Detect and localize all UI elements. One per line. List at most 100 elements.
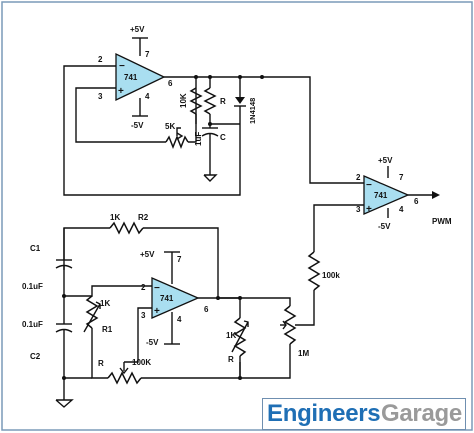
lower-out-to-1k-wire [218,297,241,318]
node-dot [238,376,242,380]
lower-pin-7: 7 [177,255,182,264]
comparator-opamp [363,175,410,215]
cap-1uf-label: 1uF [194,132,203,146]
lower-opamp-name: 741 [160,294,174,303]
brand-part2: Garage [381,400,462,427]
upper-pin-3: 3 [98,92,103,101]
comp-pin-3: 3 [356,205,361,214]
pot-1m-wiper-head [282,320,287,330]
cap-c-label: C [220,133,226,142]
lower-vminus-label: -5V [146,338,159,347]
upper-noninv-wire [75,87,166,143]
pot-1k-value-label: 1K [226,331,236,340]
upper-top-node-wire [196,76,241,88]
diode-1n4148 [235,97,245,104]
pot-5k-right-wire [188,88,197,143]
node-dot [216,296,220,300]
res-100k-right-label: 100k [322,271,340,280]
lower-pin-3: 3 [141,311,146,320]
lower-pin-6: 6 [204,305,209,314]
res-10k [189,87,203,115]
res-r-upper-label: R [220,97,226,106]
pot-r-right-wire [141,362,241,379]
r2-name-label: R2 [138,213,149,222]
r1-name-label: R1 [102,325,113,334]
lower-vplus-label: +5V [140,250,155,259]
r2-value-label: 1K [110,213,120,222]
res-100k-bottom-wire [295,290,315,326]
c2-value-label: 0.1uF [22,320,43,329]
c1-name-label: C1 [30,244,41,253]
upper-r-bottom-wire [209,114,240,125]
r1-arrow-head [95,301,101,309]
lower-opamp [151,277,200,319]
comp-noninv-wire [313,204,364,252]
upper-ground [203,174,218,182]
pot-1k-name-label: R [228,355,234,364]
comp-pin-6: 6 [414,197,419,206]
r1-bottom-wire [91,328,108,379]
comparator: +5V -5V 741 − + 2 3 7 4 6 PWM [313,156,452,252]
pot-5k-wiper-wire [176,127,181,136]
upper-opamp-plus-icon: + [118,86,124,97]
upper-opamp-minus-icon: − [119,61,125,72]
comp-vminus-label: -5V [378,222,391,231]
comp-minus-icon: − [366,180,372,191]
pot-5k [165,134,189,150]
res-r2 [109,221,144,235]
brand-part1: Engineers [267,400,381,427]
pwm-arrow-icon [432,191,440,199]
r2-right-wire [143,227,219,300]
res-r1 [85,295,99,329]
upper-vplus-label: +5V [130,25,145,34]
upper-pin-6: 6 [168,79,173,88]
upper-pin-4: 4 [145,92,150,101]
lower-minus-icon: − [154,283,160,294]
upper-vminus-label: -5V [131,121,144,130]
upper-opamp [115,52,166,102]
pot-1m [283,305,297,345]
upper-feedback-wire [63,65,241,196]
comp-pin-7: 7 [399,173,404,182]
lower-out-to-1m-wire [218,297,291,306]
pot-1k-arrow-head [243,320,249,327]
res-r-upper [203,87,217,115]
pot-r-label: R [98,359,104,368]
pot-1m-label: 1M [298,349,309,358]
pot-r-wiper-head [119,367,129,375]
lower-noninv-wire [124,307,152,363]
node-dot [62,376,66,380]
upper-opamp-name: 741 [124,73,138,82]
node-dot [208,122,212,126]
pot-5k-wiper [176,132,184,140]
c1-value-label: 0.1uF [22,282,43,291]
comp-pin-2: 2 [356,173,361,182]
diode-label: 1N4148 [248,98,257,124]
lower-oscillator: 1K R2 C1 0.1uF 0.1uF C2 1K R1 R 100K +5V… [22,213,309,408]
comp-vplus-label: +5V [378,156,393,165]
node-dot [238,296,242,300]
node-dot [208,75,212,79]
res-10k-label: 10K [179,93,188,108]
comp-pin-4: 4 [399,205,404,214]
c-node-wire [64,285,152,297]
c2-name-label: C2 [30,352,41,361]
comp-opamp-name: 741 [374,191,388,200]
engineersgarage-logo: Engineers Garage [262,398,466,430]
res-100k-right [307,251,321,291]
r2-left-wire [63,227,110,270]
comp-plus-icon: + [366,204,372,215]
pot-1m-bottom-wire [240,344,291,379]
upper-to-comparator-wire [240,76,364,184]
r1-arrow [83,303,101,333]
lower-ground [55,399,74,408]
pot-r-100k [107,371,142,385]
node-dot [62,294,66,298]
pwm-label: PWM [432,217,452,226]
pot-5k-label: 5K [165,122,175,131]
node-dot [194,75,198,79]
lower-plus-icon: + [154,306,160,317]
pot-r-value-label: 100K [132,358,151,367]
